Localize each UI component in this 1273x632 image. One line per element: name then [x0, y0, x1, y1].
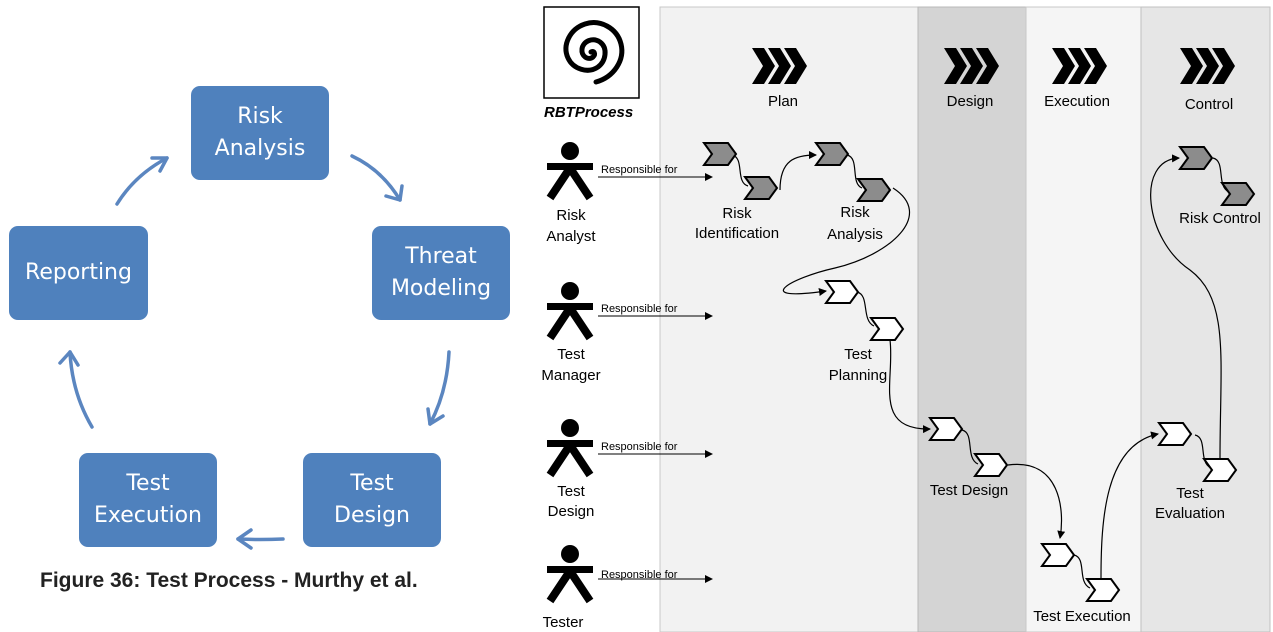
test-designer-icon	[546, 419, 594, 478]
test-evaluation-step1-icon	[1157, 422, 1193, 446]
role-test-manager-line2: Manager	[541, 367, 600, 384]
execution-chevron-icon	[1052, 48, 1107, 84]
responsible-label-test-design: Responsible for	[601, 441, 678, 453]
activity-risk-control: Risk Control	[1179, 210, 1261, 227]
flow-risk-id-to-analysis	[779, 151, 817, 191]
role-test-manager-line1: Test	[557, 346, 585, 363]
phase-design: Design	[947, 93, 994, 110]
phase-execution: Execution	[1044, 93, 1110, 110]
arrow-risk-to-threat	[350, 154, 404, 202]
activity-test-execution: Test Execution	[1033, 608, 1131, 625]
test-design-step1-icon	[928, 417, 964, 441]
risk-analysis-step2-icon	[856, 178, 892, 202]
flow-execution-to-evaluation	[1100, 431, 1159, 579]
arrow-reporting-to-risk	[115, 156, 169, 206]
arrow-execution-to-reporting	[58, 350, 94, 429]
role-risk-analyst-line2: Analyst	[546, 228, 596, 245]
activity-risk-analysis-line2: Analysis	[827, 226, 883, 243]
responsible-label-tester: Responsible for	[601, 569, 678, 581]
risk-control-step1-icon	[1178, 146, 1214, 170]
risk-identification-step1-icon	[702, 142, 738, 166]
activity-test-evaluation-line2: Evaluation	[1155, 505, 1225, 522]
risk-analysis-box: Risk Analysis	[191, 86, 329, 180]
risk-analyst-icon	[546, 142, 594, 201]
arrow-design-to-execution	[236, 528, 285, 550]
test-execution-step1-icon	[1040, 543, 1076, 567]
figure-caption: Figure 36: Test Process - Murthy et al.	[40, 569, 418, 592]
arrow-threat-to-design	[426, 350, 451, 426]
responsible-label-risk-analyst: Responsible for	[601, 164, 678, 176]
role-test-design-line2: Design	[548, 503, 595, 520]
risk-control-step2-icon	[1220, 182, 1256, 206]
test-planning-step1-icon	[824, 280, 860, 304]
test-execution-step2-icon	[1085, 578, 1121, 602]
design-chevron-icon	[944, 48, 999, 84]
flow-risk-analysis-pair	[846, 154, 863, 189]
activity-risk-analysis-line1: Risk	[840, 204, 870, 221]
test-design-box: Test Design	[303, 453, 441, 547]
spiral-icon	[563, 20, 625, 85]
phase-plan: Plan	[768, 93, 798, 110]
role-test-design-line1: Test	[557, 483, 585, 500]
test-evaluation-step2-icon	[1202, 458, 1238, 482]
test-execution-box: Test Execution	[79, 453, 217, 547]
logo-text: RBTProcess	[544, 104, 633, 121]
role-risk-analyst-line1: Risk	[556, 207, 586, 224]
activity-test-planning-line1: Test	[844, 346, 872, 363]
rbt-process-logo	[543, 6, 640, 99]
flow-planning-to-design	[888, 339, 931, 434]
flow-analysis-to-planning	[782, 187, 910, 296]
risk-identification-step2-icon	[743, 176, 779, 200]
flow-planning-pair	[856, 291, 875, 327]
flow-execution-pair	[1073, 554, 1091, 589]
cycle-arrows	[58, 154, 451, 550]
control-lane	[1140, 6, 1271, 632]
risk-analysis-step1-icon	[814, 142, 850, 166]
threat-modeling-box: Threat Modeling	[372, 226, 510, 320]
role-tester: Tester	[543, 614, 584, 631]
activity-test-planning-line2: Planning	[829, 367, 887, 384]
execution-lane	[1025, 6, 1142, 632]
activity-risk-identification-line2: Identification	[695, 225, 779, 242]
plan-chevron-icon	[752, 48, 807, 84]
activity-test-design: Test Design	[930, 482, 1008, 499]
control-chevron-icon	[1180, 48, 1235, 84]
flow-design-to-execution	[1007, 463, 1066, 539]
reporting-box: Reporting	[9, 226, 148, 320]
tester-icon	[546, 545, 594, 604]
phase-control: Control	[1185, 96, 1233, 113]
test-manager-icon	[546, 282, 594, 341]
test-planning-step2-icon	[869, 317, 905, 341]
flow-evaluation-to-control	[1150, 154, 1222, 459]
activity-test-evaluation-line1: Test	[1176, 485, 1204, 502]
activity-risk-identification-line1: Risk	[722, 205, 752, 222]
responsible-label-test-manager: Responsible for	[601, 303, 678, 315]
flow-design-pair	[961, 429, 979, 465]
rbt-process-diagram: RBTProcess Plan Design Execution Control	[541, 6, 1271, 632]
test-design-step2-icon	[973, 453, 1009, 477]
